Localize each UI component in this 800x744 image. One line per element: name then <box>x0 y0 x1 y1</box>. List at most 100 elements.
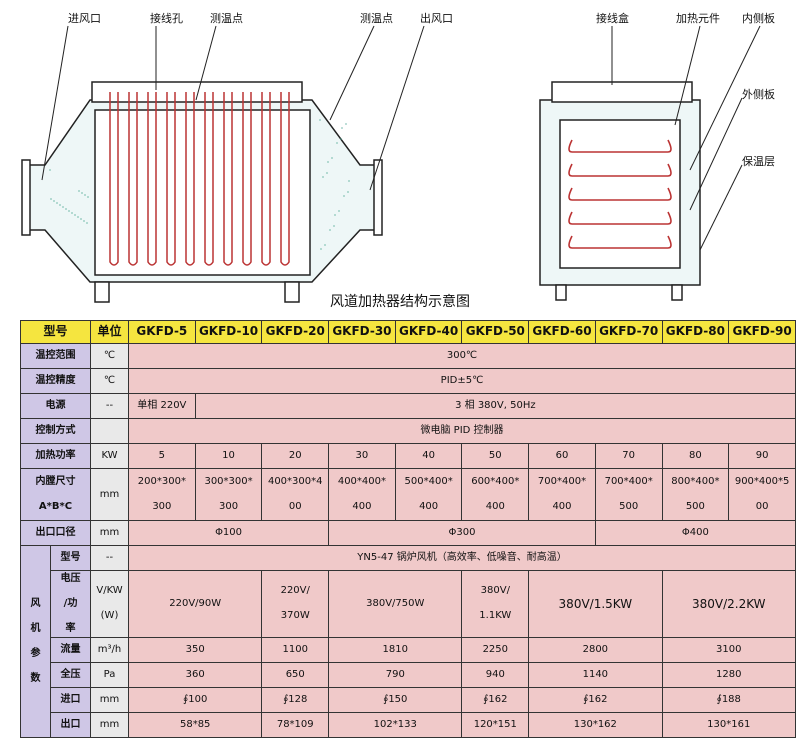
heating-element-tube <box>223 92 233 266</box>
model-cell: GKFD-60 <box>528 320 596 344</box>
insulation-dot <box>334 214 336 216</box>
inlet-value: ∮188 <box>661 686 797 713</box>
chamber-label-1: 内膛尺寸 <box>35 476 76 488</box>
model-cell: GKFD-80 <box>661 320 730 344</box>
row-unit: V/KW(W) <box>90 570 130 638</box>
insulation-dot <box>336 142 338 144</box>
label-outlet: 出风口 <box>420 11 453 25</box>
row-label: 温控范围 <box>19 342 92 370</box>
power-value: 50 <box>461 443 530 470</box>
heating-element-tube <box>280 92 290 266</box>
heating-element-loop <box>568 139 672 153</box>
insulation-dot <box>331 157 333 159</box>
row-label: 出口 <box>49 711 92 739</box>
outlet-diameter-value: Φ400 <box>594 520 797 547</box>
voltage-label: 率 <box>65 622 76 634</box>
fan-outlet-row: 出口 mm 58*85 78*109 102*133 120*151 130*1… <box>21 711 797 739</box>
model-cell: GKFD-40 <box>394 320 463 344</box>
row-unit: mm <box>90 520 130 547</box>
chamber-value: 300*300* 300 <box>194 468 263 522</box>
chamber-top: 400*400* <box>337 476 387 488</box>
insulation-dot <box>81 192 83 194</box>
chamber-top: 500*400* <box>404 476 453 488</box>
row-unit: ℃ <box>90 342 130 370</box>
power-value: 10 <box>194 443 263 470</box>
row-unit: -- <box>90 545 130 572</box>
voltage-label: 电压 <box>60 572 81 584</box>
row-unit: m³/h <box>90 636 130 663</box>
outlet-value: 102*133 <box>328 711 463 739</box>
insulation-dot <box>326 172 328 174</box>
power-value: 80 <box>661 443 730 470</box>
pressure-value: 650 <box>261 661 330 688</box>
chamber-bottom: 500 <box>685 501 705 513</box>
voltage-unit: (W) <box>100 610 119 622</box>
insulation-dot <box>68 210 70 212</box>
row-label: 内膛尺寸 A*B*C <box>19 468 92 522</box>
voltage-part: 220V/ <box>280 585 310 597</box>
chamber-label-2: A*B*C <box>38 501 73 513</box>
insulation-dot <box>65 208 67 210</box>
pressure-value: 1280 <box>661 661 797 688</box>
temp-range-row: 温控范围 ℃ 300℃ <box>19 342 796 370</box>
chamber-bottom: 300 <box>152 501 172 513</box>
insulation-dot <box>80 218 82 220</box>
chamber-bottom: 400 <box>552 501 572 513</box>
row-label: 加热功率 <box>19 443 92 470</box>
voltage-value: 380V/1.5KW <box>528 570 663 638</box>
heating-element-tube <box>128 92 138 266</box>
insulation-dot <box>348 180 350 182</box>
heating-element-tube <box>242 92 252 266</box>
outlet-diameter-value: Φ300 <box>328 520 596 547</box>
inlet-value: ∮100 <box>128 686 263 713</box>
voltage-part: 370W <box>280 610 310 622</box>
power-value: 30 <box>328 443 396 470</box>
header-unit: 单位 <box>90 320 130 344</box>
insulation-dot <box>341 127 343 129</box>
chamber-top: 300*300* <box>204 476 253 488</box>
insulation-dot <box>86 222 88 224</box>
pressure-value: 940 <box>461 661 530 688</box>
insulation-dot <box>340 138 342 140</box>
outlet-value: 130*161 <box>661 711 797 739</box>
chamber-bottom: 300 <box>219 501 239 513</box>
row-unit: mm <box>90 711 130 739</box>
insulation-dot <box>84 194 86 196</box>
model-cell: GKFD-10 <box>194 320 263 344</box>
model-cell: GKFD-5 <box>128 320 196 344</box>
front-view-heater <box>539 81 701 301</box>
spec-table: 型号 单位 GKFD-5 GKFD-10 GKFD-20 GKFD-30 GKF… <box>19 320 797 739</box>
insulation-dot <box>62 206 64 208</box>
voltage-label: /功 <box>63 597 78 609</box>
heating-element-loop <box>568 163 672 177</box>
temp-precision-value: PID±5℃ <box>128 367 796 395</box>
insulation-dot <box>71 212 73 214</box>
fan-voltage-row: 电压/功率 V/KW(W) 220V/90W 220V/370W 380V/75… <box>21 570 797 638</box>
row-unit <box>90 418 130 445</box>
insulation-dot <box>338 210 340 212</box>
heating-element-tube <box>185 92 195 266</box>
heating-elements-front <box>568 139 672 249</box>
heating-element-tube <box>261 92 271 266</box>
chamber-value: 600*400*400 <box>461 468 530 522</box>
power-value: 70 <box>594 443 663 470</box>
flow-value: 2800 <box>528 636 663 663</box>
fan-inlet-row: 进口 mm ∮100 ∮128 ∮150 ∮162 ∮162 ∮188 <box>21 686 797 713</box>
label-junction-box: 接线盒 <box>596 11 629 25</box>
heating-element-tube <box>166 92 176 266</box>
outlet-value: 58*85 <box>128 711 263 739</box>
label-temp-point-1: 测温点 <box>210 12 243 25</box>
temp-range-value: 300℃ <box>128 342 796 370</box>
row-label: 进口 <box>49 686 92 713</box>
pressure-value: 1140 <box>528 661 663 688</box>
chamber-bottom: 500 <box>619 501 639 513</box>
heating-power-row: 加热功率 KW 5 10 20 30 40 50 60 70 80 90 <box>19 443 796 470</box>
diagram-title: 风道加热器结构示意图 <box>330 294 470 310</box>
voltage-value: 220V/90W <box>128 570 263 638</box>
chamber-value: 700*400*400 <box>528 468 596 522</box>
insulation-dot <box>74 214 76 216</box>
insulation-dot <box>329 229 331 231</box>
chamber-top: 600*400* <box>471 476 520 488</box>
power-value: 40 <box>394 443 463 470</box>
insulation-dot <box>320 248 322 250</box>
